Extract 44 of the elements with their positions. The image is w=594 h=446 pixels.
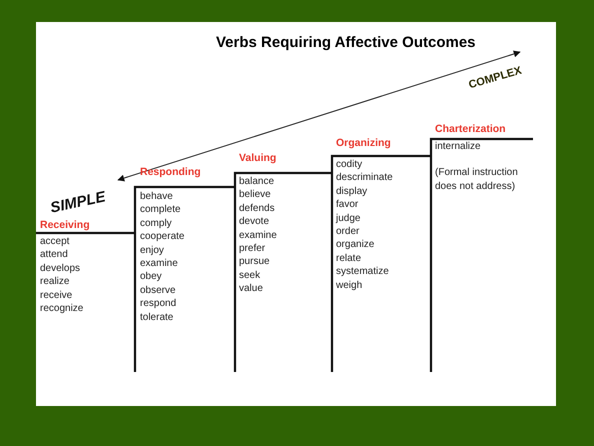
verb-text: balance (239, 175, 276, 188)
verb-text: defends (239, 202, 276, 216)
verb-text: favor (336, 198, 360, 212)
direction-label: SIMPLE (48, 188, 107, 217)
verb-text: prefer (239, 242, 266, 256)
verb-text: behave (140, 190, 174, 204)
level-heading: Responding (140, 166, 201, 178)
verb-text: devote (239, 215, 270, 229)
verb-text: codity (336, 158, 364, 172)
level-heading: Receiving (40, 219, 90, 231)
verb-text: recognize (40, 302, 84, 316)
verb-text: comply (140, 216, 173, 230)
verb-text: internalize (435, 140, 482, 154)
verb-text: display (336, 184, 368, 198)
verb-text: value (239, 282, 264, 296)
verb-text: descriminate (336, 171, 393, 185)
verb-text: accept (40, 235, 70, 248)
level-heading: Valuing (239, 152, 276, 164)
verb-text: believe (239, 188, 272, 202)
verb-text: complete (140, 203, 182, 217)
verb-text: tolerate (140, 310, 174, 324)
verb-text: relate (336, 252, 362, 266)
verb-text: organize (336, 238, 376, 252)
title: Verbs Requiring Affective Outcomes (216, 34, 476, 51)
verb-text: weigh (336, 278, 364, 292)
verb-text: judge (336, 212, 362, 226)
verb-text: examine (140, 257, 179, 270)
verb-text: systematize (336, 265, 390, 279)
verb-text: examine (239, 228, 277, 242)
verb-text: realize (40, 275, 70, 289)
verb-text: cooperate (140, 230, 184, 244)
verb-text: attend (40, 248, 69, 262)
verb-text: obey (140, 270, 163, 284)
level-heading: Organizing (336, 137, 391, 149)
verb-text: develops (40, 262, 82, 276)
verb-text: observe (140, 284, 177, 298)
note-text: (Formal instruction does not address) (435, 166, 519, 194)
verb-text: respond (140, 297, 178, 311)
verb-text: receive (40, 288, 74, 302)
verb-text: seek (239, 268, 262, 282)
verb-text: order (336, 225, 360, 238)
verb-text: enjoy (140, 244, 165, 258)
verb-text: pursue (239, 255, 271, 269)
level-heading: Charterization (435, 123, 506, 135)
